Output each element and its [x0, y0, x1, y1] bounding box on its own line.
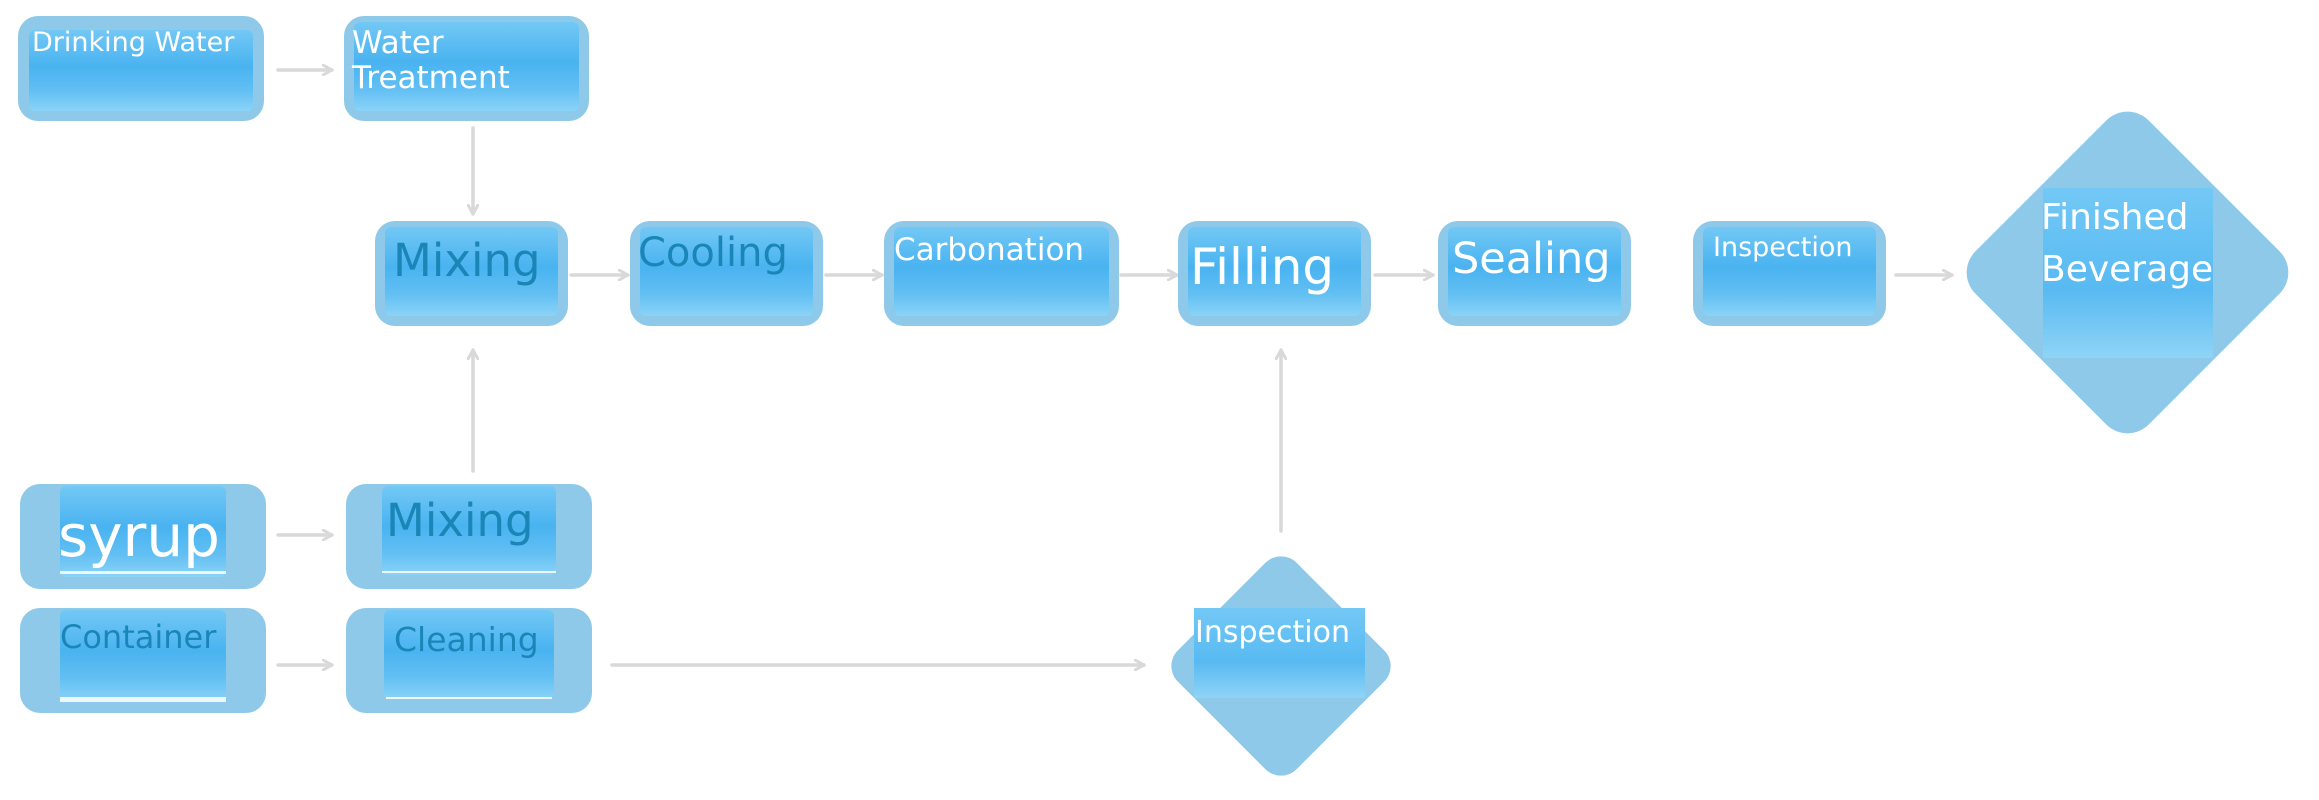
node-syrup: syrup	[20, 484, 266, 589]
node-inspection-bottom-label: Inspection	[1195, 615, 1350, 650]
node-container-underline	[60, 697, 226, 702]
node-water-treatment-label: Water Treatment	[352, 25, 510, 96]
node-container: Container	[20, 608, 266, 713]
node-mixing-syrup-underline	[382, 571, 556, 573]
node-drinking-water-label: Drinking Water	[32, 27, 235, 58]
node-syrup-label: syrup	[58, 502, 220, 570]
node-cleaning-label: Cleaning	[394, 620, 539, 659]
node-mixing-main-label: Mixing	[393, 234, 541, 287]
node-finished-beverage-label: Finished Beverage	[2041, 197, 2214, 291]
node-mixing-main: Mixing	[375, 221, 568, 326]
node-carbonation: Carbonation	[884, 221, 1119, 326]
node-inspection-top: Inspection	[1693, 221, 1886, 326]
node-container-label: Container	[60, 618, 217, 656]
node-water-treatment: Water Treatment	[344, 16, 589, 121]
node-filling: Filling	[1178, 221, 1371, 326]
node-inspection-top-label: Inspection	[1713, 232, 1853, 263]
node-inspection-bottom: Inspection	[1161, 546, 1401, 786]
node-syrup-underline	[60, 571, 226, 574]
node-carbonation-label: Carbonation	[894, 232, 1085, 268]
node-sealing-label: Sealing	[1452, 234, 1611, 284]
node-cooling-label: Cooling	[638, 230, 788, 276]
node-mixing-syrup: Mixing	[346, 484, 592, 589]
node-cleaning-underline	[386, 697, 552, 699]
node-sealing: Sealing	[1438, 221, 1631, 326]
node-cooling: Cooling	[630, 221, 823, 326]
node-finished-beverage: Finished Beverage	[1954, 99, 2301, 446]
node-drinking-water: Drinking Water	[18, 16, 264, 121]
node-mixing-syrup-label: Mixing	[386, 494, 534, 547]
node-cleaning: Cleaning	[346, 608, 592, 713]
node-filling-label: Filling	[1190, 238, 1335, 296]
